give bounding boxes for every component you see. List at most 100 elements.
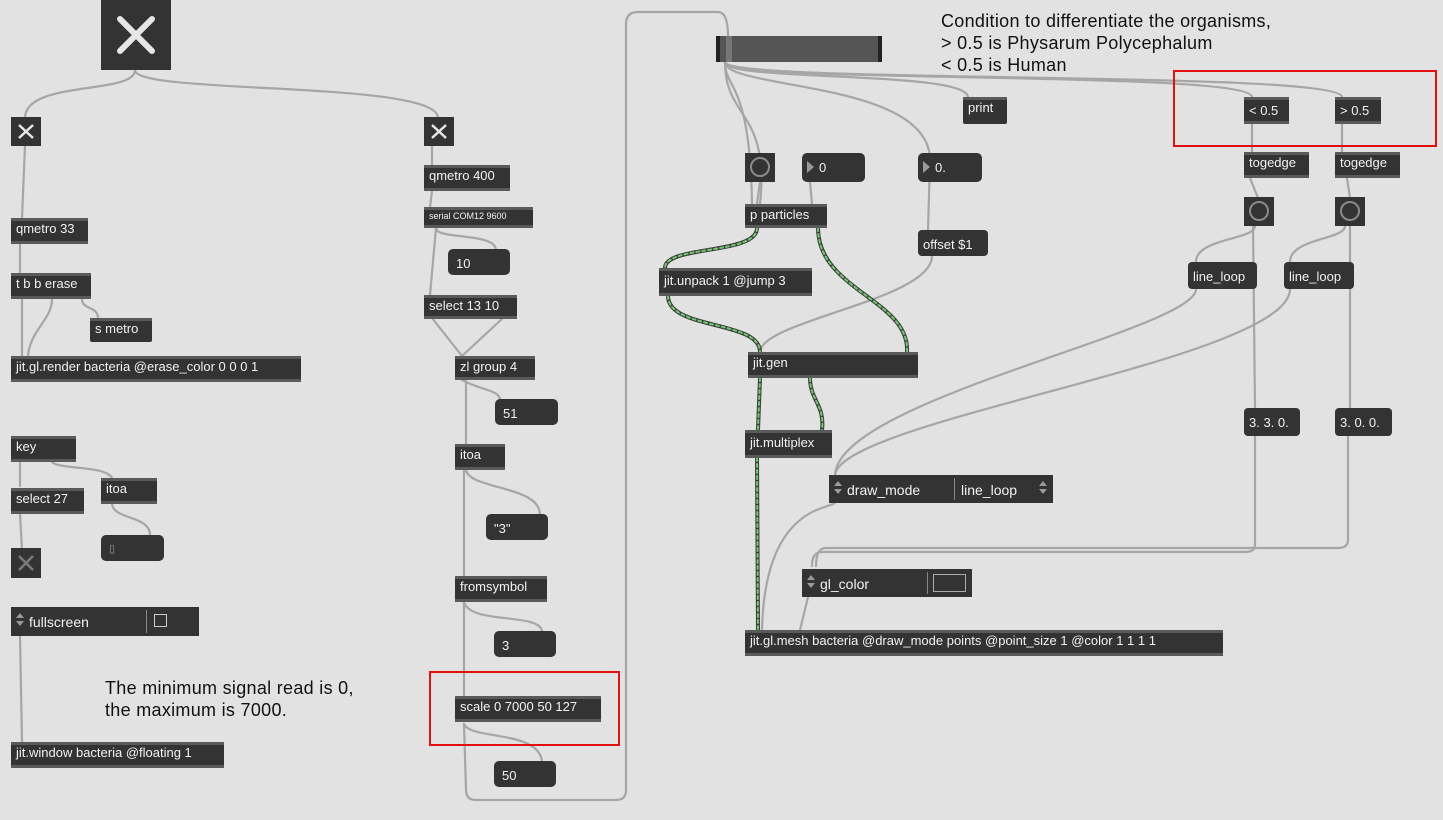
message-text: "3" [494, 521, 511, 536]
offset-message[interactable]: offset $1 [918, 230, 988, 256]
physarum-bang[interactable] [1335, 197, 1365, 226]
bang-circle-icon [1249, 201, 1269, 221]
scale-object[interactable]: scale 0 7000 50 127 [455, 696, 601, 722]
greater-than-object[interactable]: > 0.5 [1335, 97, 1381, 124]
serial-toggle[interactable] [424, 117, 454, 146]
object-label: itoa [106, 481, 127, 496]
outlets [659, 293, 812, 296]
number-value: 0 [819, 160, 827, 175]
attrui-divider [927, 572, 928, 594]
outlets [745, 455, 832, 458]
number-box-50[interactable]: 50 [494, 761, 556, 787]
object-label: jit.window bacteria @floating 1 [16, 745, 192, 760]
object-label: itoa [460, 447, 481, 462]
color-message-yellow[interactable]: 3. 3. 0. [1244, 408, 1300, 436]
itoa-mid-object[interactable]: itoa [455, 444, 505, 470]
number-box-10[interactable]: 10 [448, 249, 510, 275]
inlets [745, 204, 827, 207]
fullscreen-toggle[interactable] [11, 548, 41, 578]
outlets [455, 719, 601, 722]
outlets [1244, 175, 1309, 178]
main-toggle[interactable] [101, 0, 171, 70]
number-box-0[interactable]: 0 [802, 153, 865, 182]
draw-mode-attrui[interactable]: draw_mode line_loop [829, 475, 1053, 503]
float-box-0[interactable]: 0. [918, 153, 982, 182]
p-particles-object[interactable]: p particles [745, 204, 827, 228]
line-loop-message-2[interactable]: line_loop [1284, 262, 1354, 289]
qmetro-33-object[interactable]: qmetro 33 [11, 218, 88, 244]
inlets [455, 356, 535, 359]
qmetro-400-object[interactable]: qmetro 400 [424, 165, 510, 191]
updown-arrows-icon [1039, 481, 1047, 494]
togedge-object-2[interactable]: togedge [1335, 152, 1400, 178]
jit-gl-mesh-object[interactable]: jit.gl.mesh bacteria @draw_mode points @… [745, 630, 1223, 656]
send-metro-object[interactable]: s metro [90, 318, 152, 342]
gl-color-attrui[interactable]: gl_color [802, 569, 972, 597]
print-object[interactable]: print [963, 97, 1007, 124]
number-value: 3 [502, 638, 510, 653]
jit-gl-render-object[interactable]: jit.gl.render bacteria @erase_color 0 0 … [11, 356, 301, 382]
inlets [11, 436, 76, 439]
inlets [745, 430, 832, 433]
fullscreen-checkbox[interactable] [154, 614, 167, 627]
object-label: select 27 [16, 491, 69, 506]
outlets [11, 511, 84, 514]
togedge-object-1[interactable]: togedge [1244, 152, 1309, 178]
object-label: < 0.5 [1249, 103, 1279, 118]
inlets [659, 268, 812, 271]
outlets [455, 377, 535, 380]
outlets [455, 467, 505, 470]
condition-comment: Condition to differentiate the organisms… [941, 11, 1272, 75]
outlets [11, 296, 91, 299]
object-label: t b b erase [16, 276, 78, 291]
color-message-red[interactable]: 3. 0. 0. [1335, 408, 1392, 436]
select-13-10-object[interactable]: select 13 10 [424, 295, 517, 319]
meter-highlight [726, 36, 732, 62]
color-swatch[interactable] [933, 574, 966, 592]
jit-gen-object[interactable]: jit.gen [748, 352, 918, 378]
number-box-51[interactable]: 51 [495, 399, 558, 425]
inlets [424, 207, 533, 210]
fromsymbol-object[interactable]: fromsymbol [455, 576, 547, 602]
inlets [1335, 97, 1381, 100]
object-label: jit.gl.render bacteria @erase_color 0 0 … [16, 359, 259, 374]
inlets [455, 696, 601, 699]
object-label: qmetro 400 [429, 168, 495, 183]
outlets [745, 225, 827, 228]
select-27-object[interactable]: select 27 [11, 488, 84, 514]
level-meter[interactable] [716, 36, 882, 62]
message-3-quoted[interactable]: "3" [486, 514, 548, 540]
inlets [90, 318, 152, 321]
number-value: 50 [502, 768, 517, 783]
zl-group-object[interactable]: zl group 4 [455, 356, 535, 380]
particles-bang[interactable] [745, 153, 775, 182]
outlets [424, 316, 517, 319]
trigger-object[interactable]: t b b erase [11, 273, 91, 299]
outlets [11, 765, 224, 768]
less-than-object[interactable]: < 0.5 [1244, 97, 1289, 124]
inlets [11, 488, 84, 491]
outlets [424, 188, 510, 191]
attrui-divider [954, 478, 955, 500]
object-label: > 0.5 [1340, 103, 1370, 118]
jit-multiplex-object[interactable]: jit.multiplex [745, 430, 832, 458]
jit-window-object[interactable]: jit.window bacteria @floating 1 [11, 742, 224, 768]
render-toggle[interactable] [11, 117, 41, 146]
inlets [455, 444, 505, 447]
number-box-3[interactable]: 3 [494, 631, 556, 657]
inlets [455, 576, 547, 579]
serial-object[interactable]: serial COM12 9600 [424, 207, 533, 228]
key-output-message[interactable]: ▯ [101, 535, 164, 561]
itoa-left-object[interactable]: itoa [101, 478, 157, 504]
jit-unpack-object[interactable]: jit.unpack 1 @jump 3 [659, 268, 812, 296]
message-text: offset $1 [923, 237, 973, 252]
number-value: 51 [503, 406, 518, 421]
key-object[interactable]: key [11, 436, 76, 462]
message-text: ▯ [109, 543, 116, 555]
message-text: line_loop [1193, 269, 1246, 284]
fullscreen-attrui[interactable]: fullscreen [11, 607, 199, 636]
line-loop-message-1[interactable]: line_loop [1188, 262, 1257, 289]
inlets [11, 218, 88, 221]
attrui-name: draw_mode [847, 482, 921, 498]
human-bang[interactable] [1244, 197, 1274, 226]
